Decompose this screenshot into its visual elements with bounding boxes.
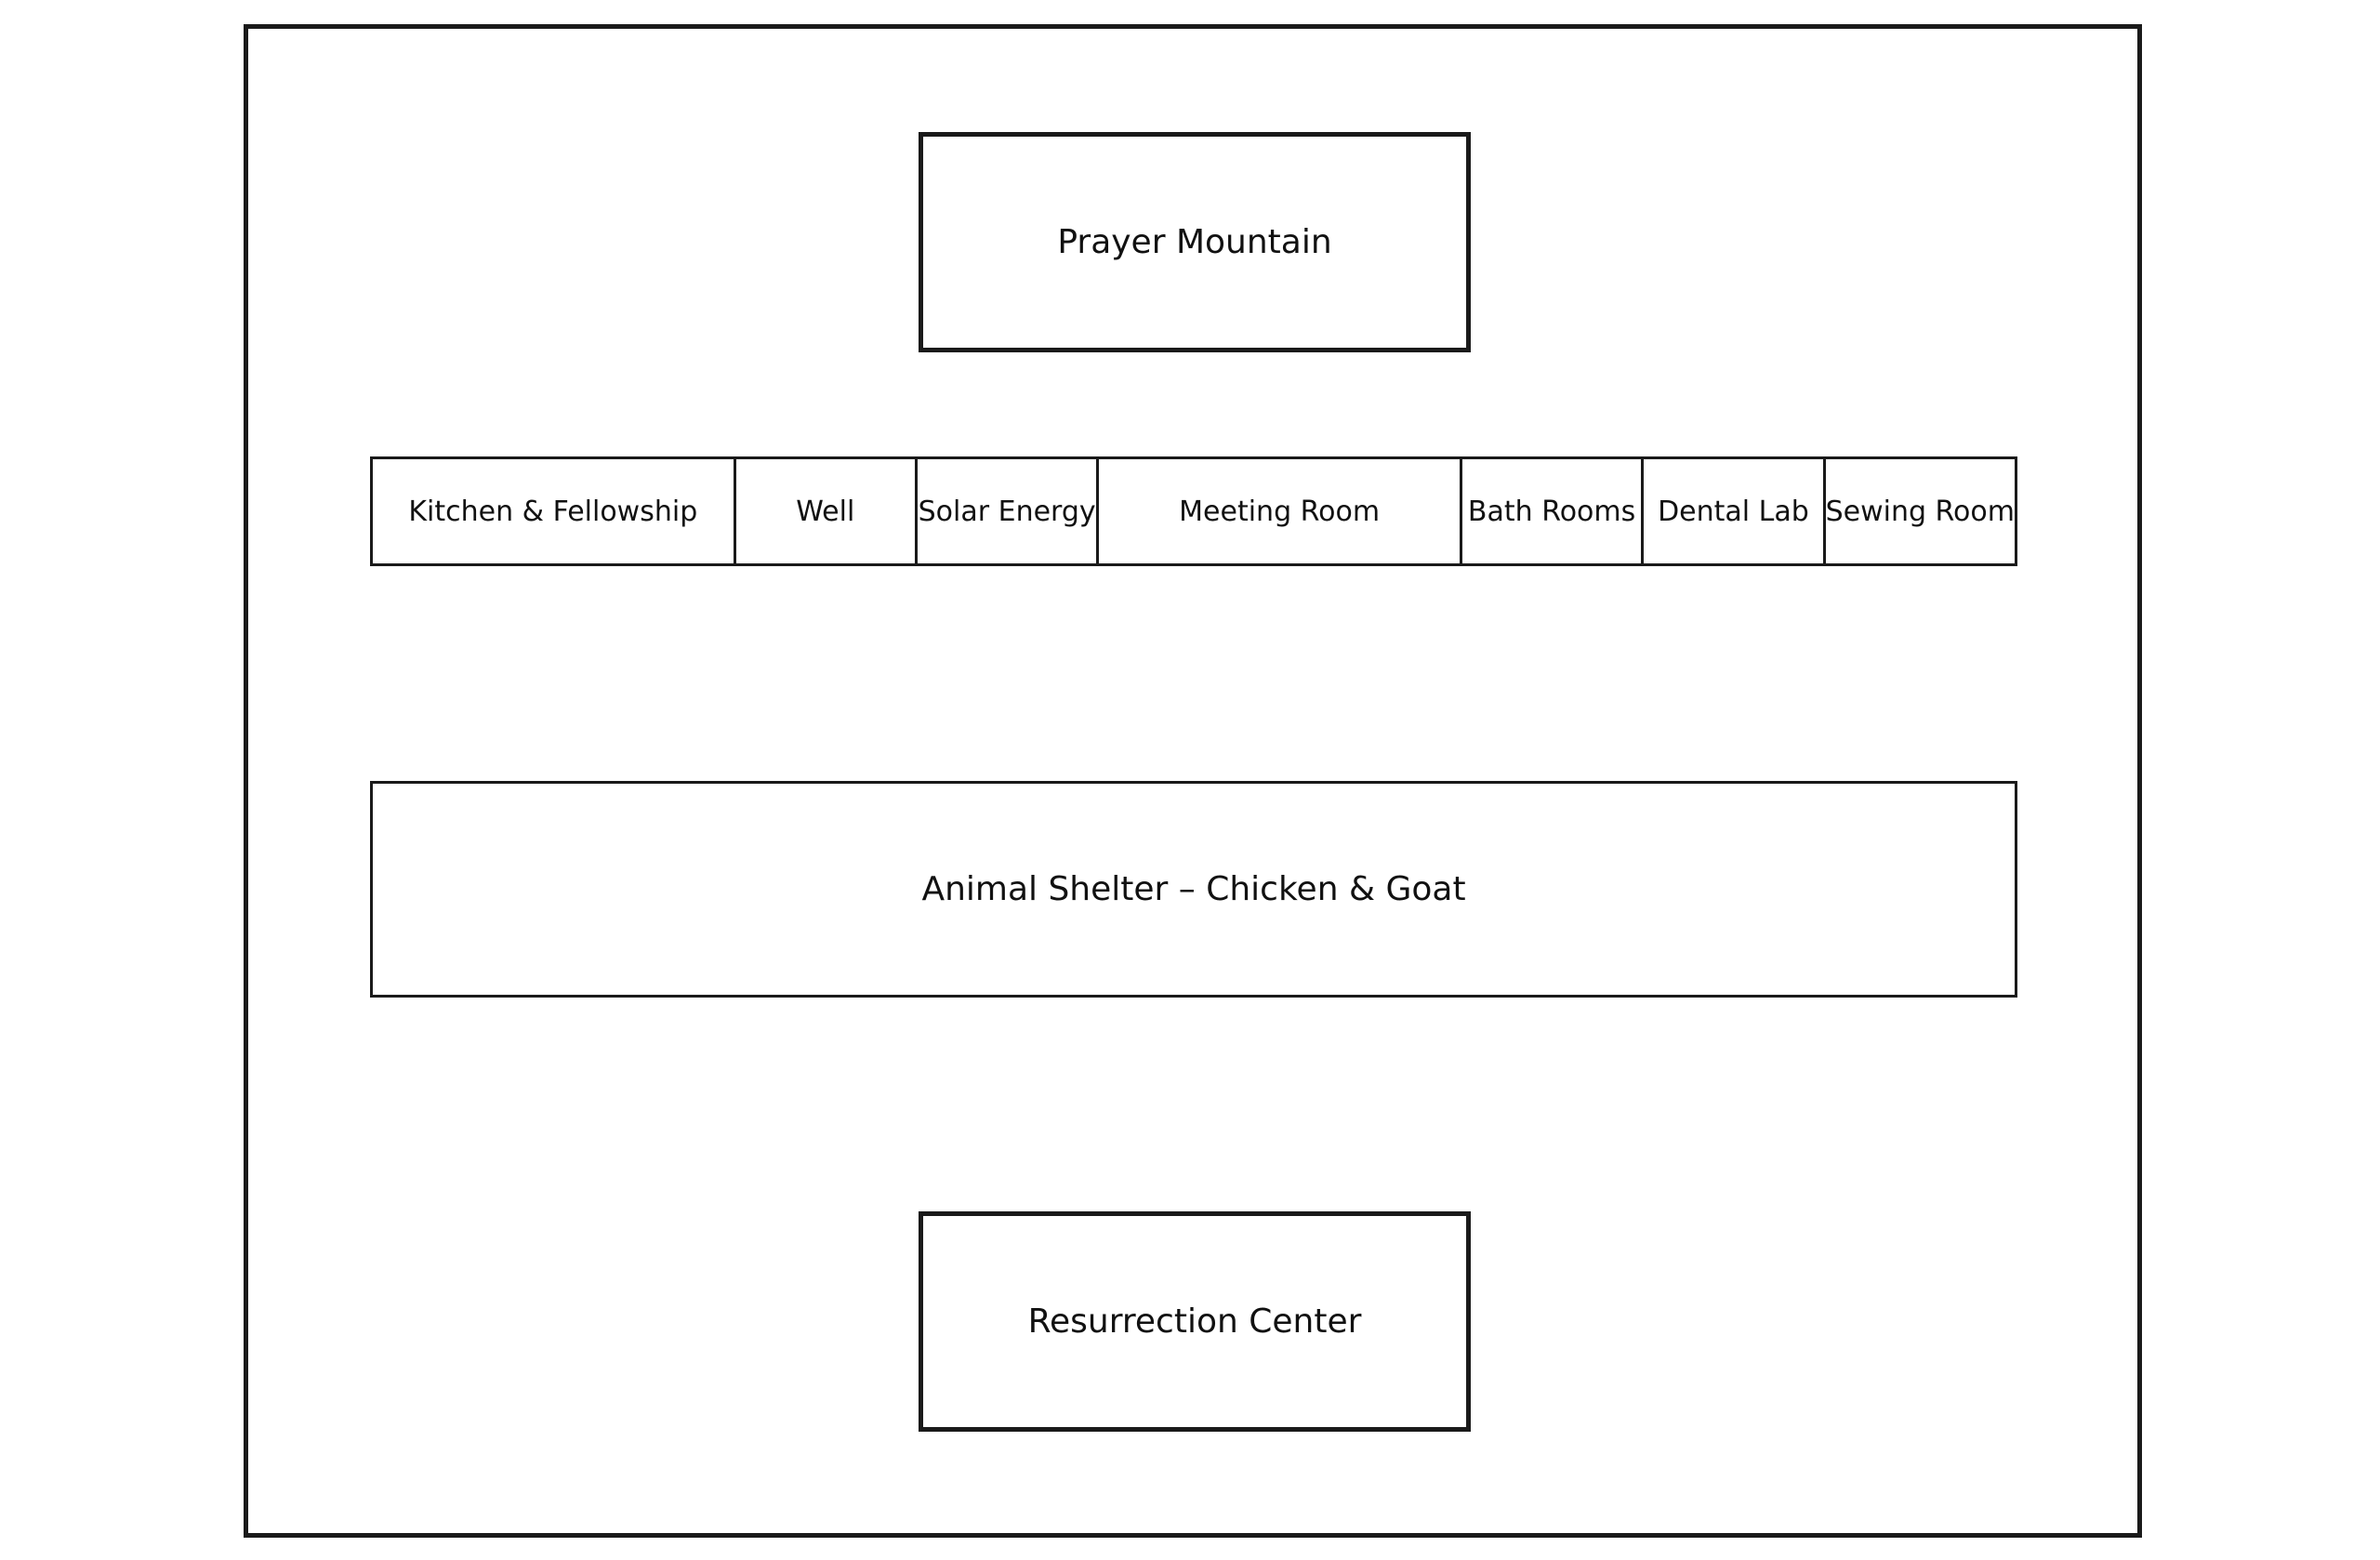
facility-label: Dental Lab (1658, 495, 1809, 528)
prayer-mountain-label: Prayer Mountain (1057, 223, 1332, 261)
facility-label: Kitchen & Fellowship (408, 495, 698, 528)
facilities-row: Kitchen & Fellowship Well Solar Energy M… (370, 456, 2017, 566)
facility-label: Solar Energy (918, 495, 1096, 528)
animal-shelter-box: Animal Shelter – Chicken & Goat (370, 781, 2017, 998)
facility-kitchen-fellowship: Kitchen & Fellowship (373, 459, 736, 563)
facility-solar-energy: Solar Energy (918, 459, 1100, 563)
facility-label: Meeting Room (1179, 495, 1381, 528)
resurrection-center-label: Resurrection Center (1027, 1302, 1362, 1341)
facility-label: Bath Rooms (1467, 495, 1636, 528)
facility-label: Sewing Room (1825, 495, 2015, 528)
prayer-mountain-box: Prayer Mountain (919, 132, 1471, 352)
facility-bath-rooms: Bath Rooms (1462, 459, 1645, 563)
facility-meeting-room: Meeting Room (1099, 459, 1462, 563)
resurrection-center-box: Resurrection Center (919, 1211, 1471, 1432)
animal-shelter-label: Animal Shelter – Chicken & Goat (921, 870, 1466, 908)
facility-well: Well (736, 459, 918, 563)
facility-label: Well (796, 495, 855, 528)
site-boundary (244, 24, 2142, 1538)
facility-sewing-room: Sewing Room (1826, 459, 2015, 563)
facility-dental-lab: Dental Lab (1644, 459, 1826, 563)
